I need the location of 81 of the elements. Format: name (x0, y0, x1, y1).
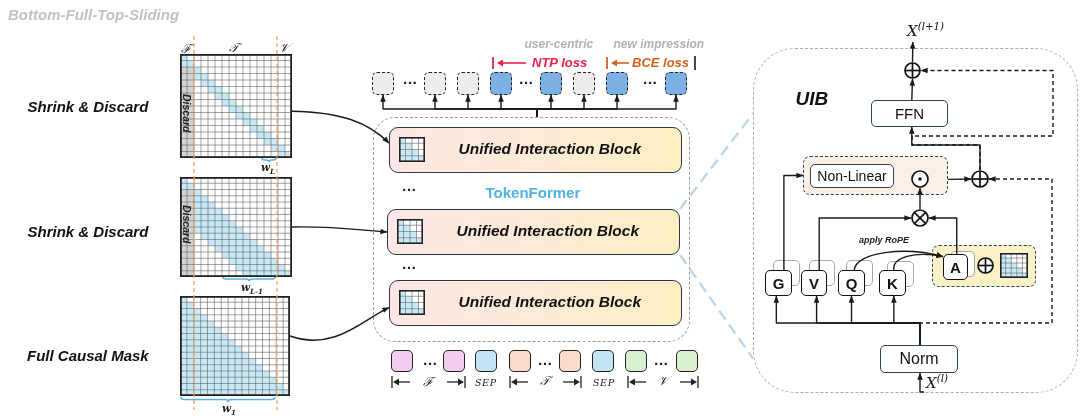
window-label: w$_{L-1}$ (241, 281, 263, 293)
window-label: w$_{1}$ (222, 402, 236, 414)
token-box (443, 350, 465, 372)
letter-box: Q (838, 270, 865, 296)
ellipsis: … (402, 70, 418, 88)
arrow (909, 78, 916, 101)
discard-label: Discard (181, 205, 193, 244)
window-label: w$_{L}$ (261, 161, 276, 173)
arrow (911, 67, 1054, 171)
ellipsis: … (401, 177, 417, 195)
arrow (917, 372, 925, 393)
container-title: TokenFormer (485, 184, 581, 201)
math-symbol: X$^{(l+1)}$ (905, 20, 957, 42)
token-box (559, 350, 581, 372)
token-caption: SEP (475, 377, 497, 388)
arrow (291, 110, 390, 144)
loss-label: BCE loss (632, 55, 690, 70)
block-title: Unified Interaction Block (458, 293, 642, 311)
model-container (373, 117, 690, 342)
block-title: Unified Interaction Block (456, 222, 640, 240)
arrow (893, 252, 944, 271)
mask-caption: Full Causal Mask (27, 347, 149, 364)
circle-times-icon (911, 209, 929, 227)
arrow (928, 215, 958, 255)
mask-caption: Shrink & Discard (27, 223, 149, 240)
token-box (457, 72, 479, 95)
token-box (665, 72, 687, 95)
section-label: user-centric (524, 37, 594, 51)
arrow (289, 306, 390, 341)
arrow (947, 176, 972, 182)
process-box: Non-Linear (810, 164, 894, 188)
circle-plus-icon (904, 62, 921, 79)
token-box (490, 72, 512, 95)
ellipsis: … (653, 351, 669, 369)
loss-label: NTP loss (532, 55, 588, 70)
token-caption: SEP (593, 377, 615, 388)
arrow (783, 172, 804, 271)
edge-label: apply RoPE (858, 235, 910, 245)
process-box: Norm (880, 345, 958, 373)
circle-plus-icon (971, 170, 989, 188)
token-box (475, 350, 497, 372)
block-box (389, 127, 682, 173)
arrow (909, 41, 916, 63)
ellipsis: … (401, 255, 417, 273)
letter-box: V (801, 270, 827, 296)
arrow (291, 226, 388, 235)
ellipsis: … (537, 351, 553, 369)
discard-label: Discard (181, 94, 193, 133)
connector-line (679, 254, 754, 360)
token-box (424, 72, 446, 95)
section-label: new impression (613, 37, 705, 51)
math-symbol: X$^{(l)}$ (924, 373, 960, 393)
letter-box: G (765, 270, 792, 296)
token-box (391, 350, 413, 372)
block-box (389, 280, 682, 326)
token-box (676, 350, 698, 372)
token-box (606, 72, 628, 95)
letter-box: A (943, 254, 968, 280)
mask-caption: Shrink & Discard (27, 98, 149, 115)
ellipsis: … (422, 351, 438, 369)
group-box (803, 156, 948, 195)
token-box (372, 72, 394, 95)
token-box (573, 72, 595, 95)
process-box: FFN (871, 100, 948, 127)
block-title: Unified Interaction Block (458, 140, 642, 158)
token-box (540, 72, 562, 95)
token-box (592, 350, 614, 372)
letter-box: K (879, 270, 906, 296)
panel-title: UIB (795, 88, 829, 110)
circle-dot-icon (911, 170, 929, 188)
token-box (625, 350, 647, 372)
group-box (932, 245, 1036, 287)
ellipsis: … (518, 70, 534, 88)
arrow (917, 187, 923, 210)
detail-panel (753, 48, 1078, 393)
block-box (387, 209, 680, 255)
diagram-title: Bottom-Full-Top-Sliding (8, 6, 180, 23)
arrow (818, 215, 912, 271)
ellipsis: … (642, 70, 658, 88)
token-box (509, 350, 531, 372)
connector-line (679, 112, 754, 210)
